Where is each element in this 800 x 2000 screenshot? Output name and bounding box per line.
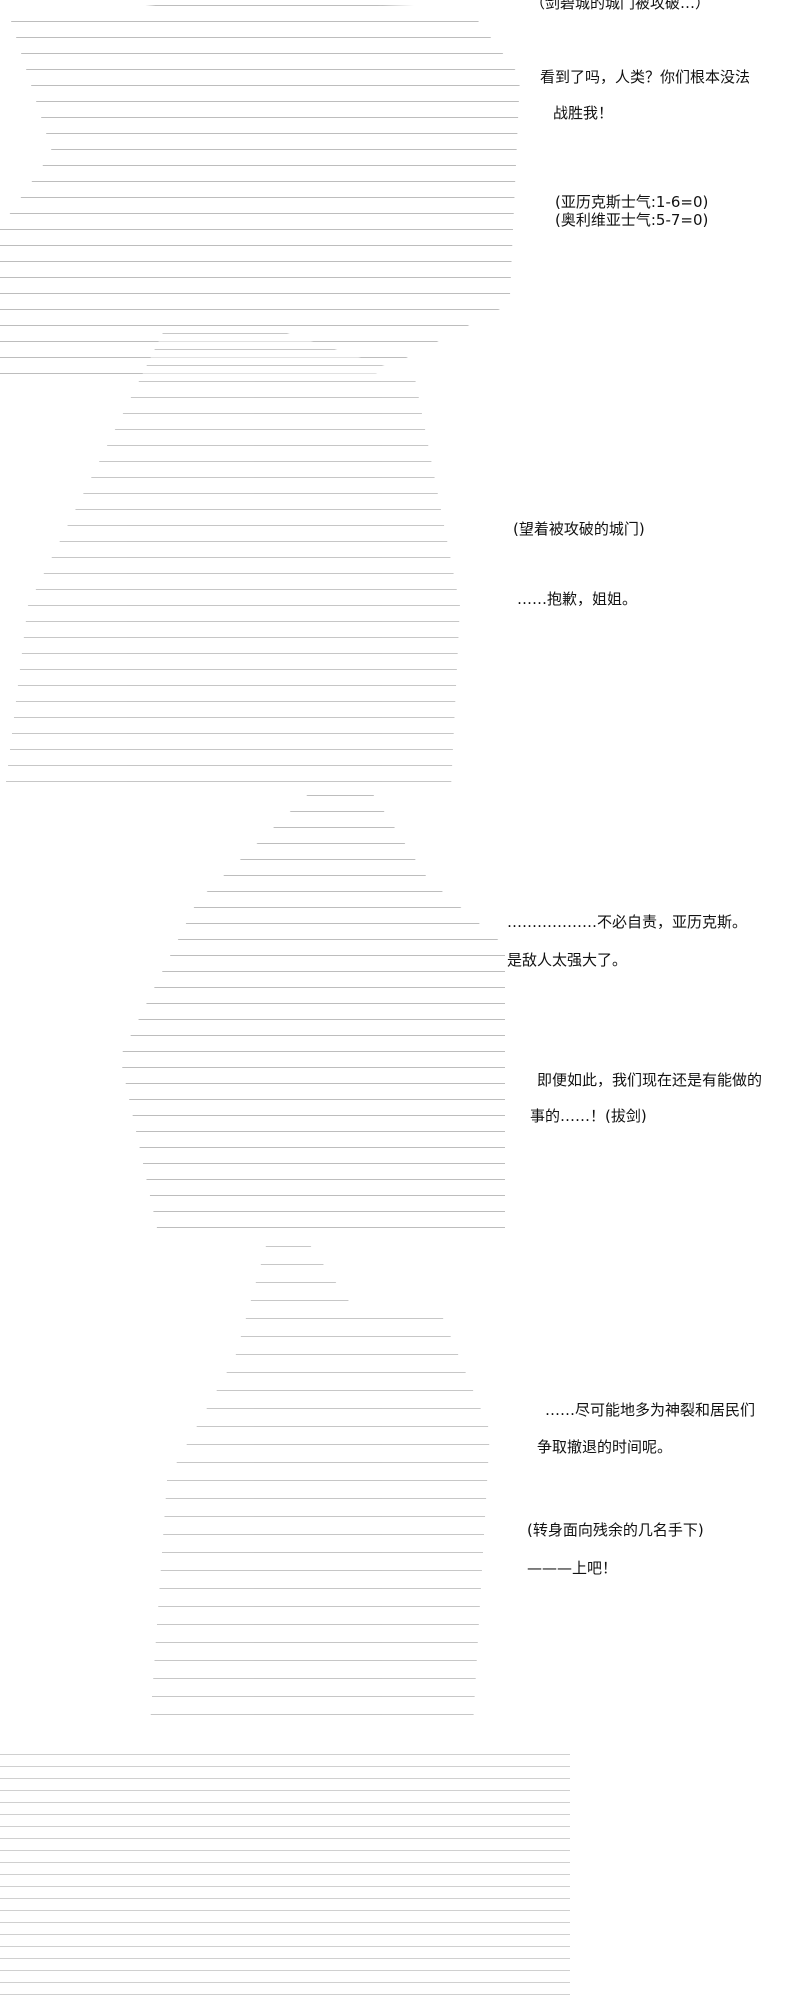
panel1-morale-alex: (亚历克斯士气:1-6=0) — [555, 193, 709, 211]
panel4-dialogue-2: 争取撤退的时间呢。 — [537, 1438, 673, 1456]
panel1-morale-olivia: (奥利维亚士气:5-7=0) — [555, 211, 709, 229]
panel1-caption: （剑碧城的城门被攻破…） — [530, 0, 711, 12]
ascii-art-castle-gate — [0, 0, 520, 380]
panel3-dialogue-4: 事的……！(拔剑) — [530, 1107, 647, 1125]
panel1-dialogue-1: 看到了吗，人类？你们根本没法 — [540, 68, 751, 86]
panel3-dialogue-1: ………………不必自责，亚历克斯。 — [507, 913, 748, 931]
ascii-art-character-turning — [150, 1235, 490, 1725]
panel3-dialogue-3: 即便如此，我们现在还是有能做的 — [537, 1071, 763, 1089]
panel2-caption: (望着被攻破的城门) — [513, 520, 645, 538]
panel4-dialogue-1: ……尽可能地多为神裂和居民们 — [545, 1401, 756, 1419]
panel1-dialogue-2: 战胜我！ — [553, 104, 614, 122]
panel3-dialogue-2: 是敌人太强大了。 — [507, 951, 628, 969]
ascii-art-battlefield — [0, 1745, 570, 2000]
ascii-art-character-looking — [5, 330, 460, 790]
panel4-dialogue-3: ———上吧！ — [527, 1559, 618, 1577]
panel2-dialogue: ……抱歉，姐姐。 — [517, 590, 638, 608]
panel4-caption: (转身面向残余的几名手下) — [527, 1521, 704, 1539]
ascii-art-character-drawing-sword — [120, 790, 505, 1235]
